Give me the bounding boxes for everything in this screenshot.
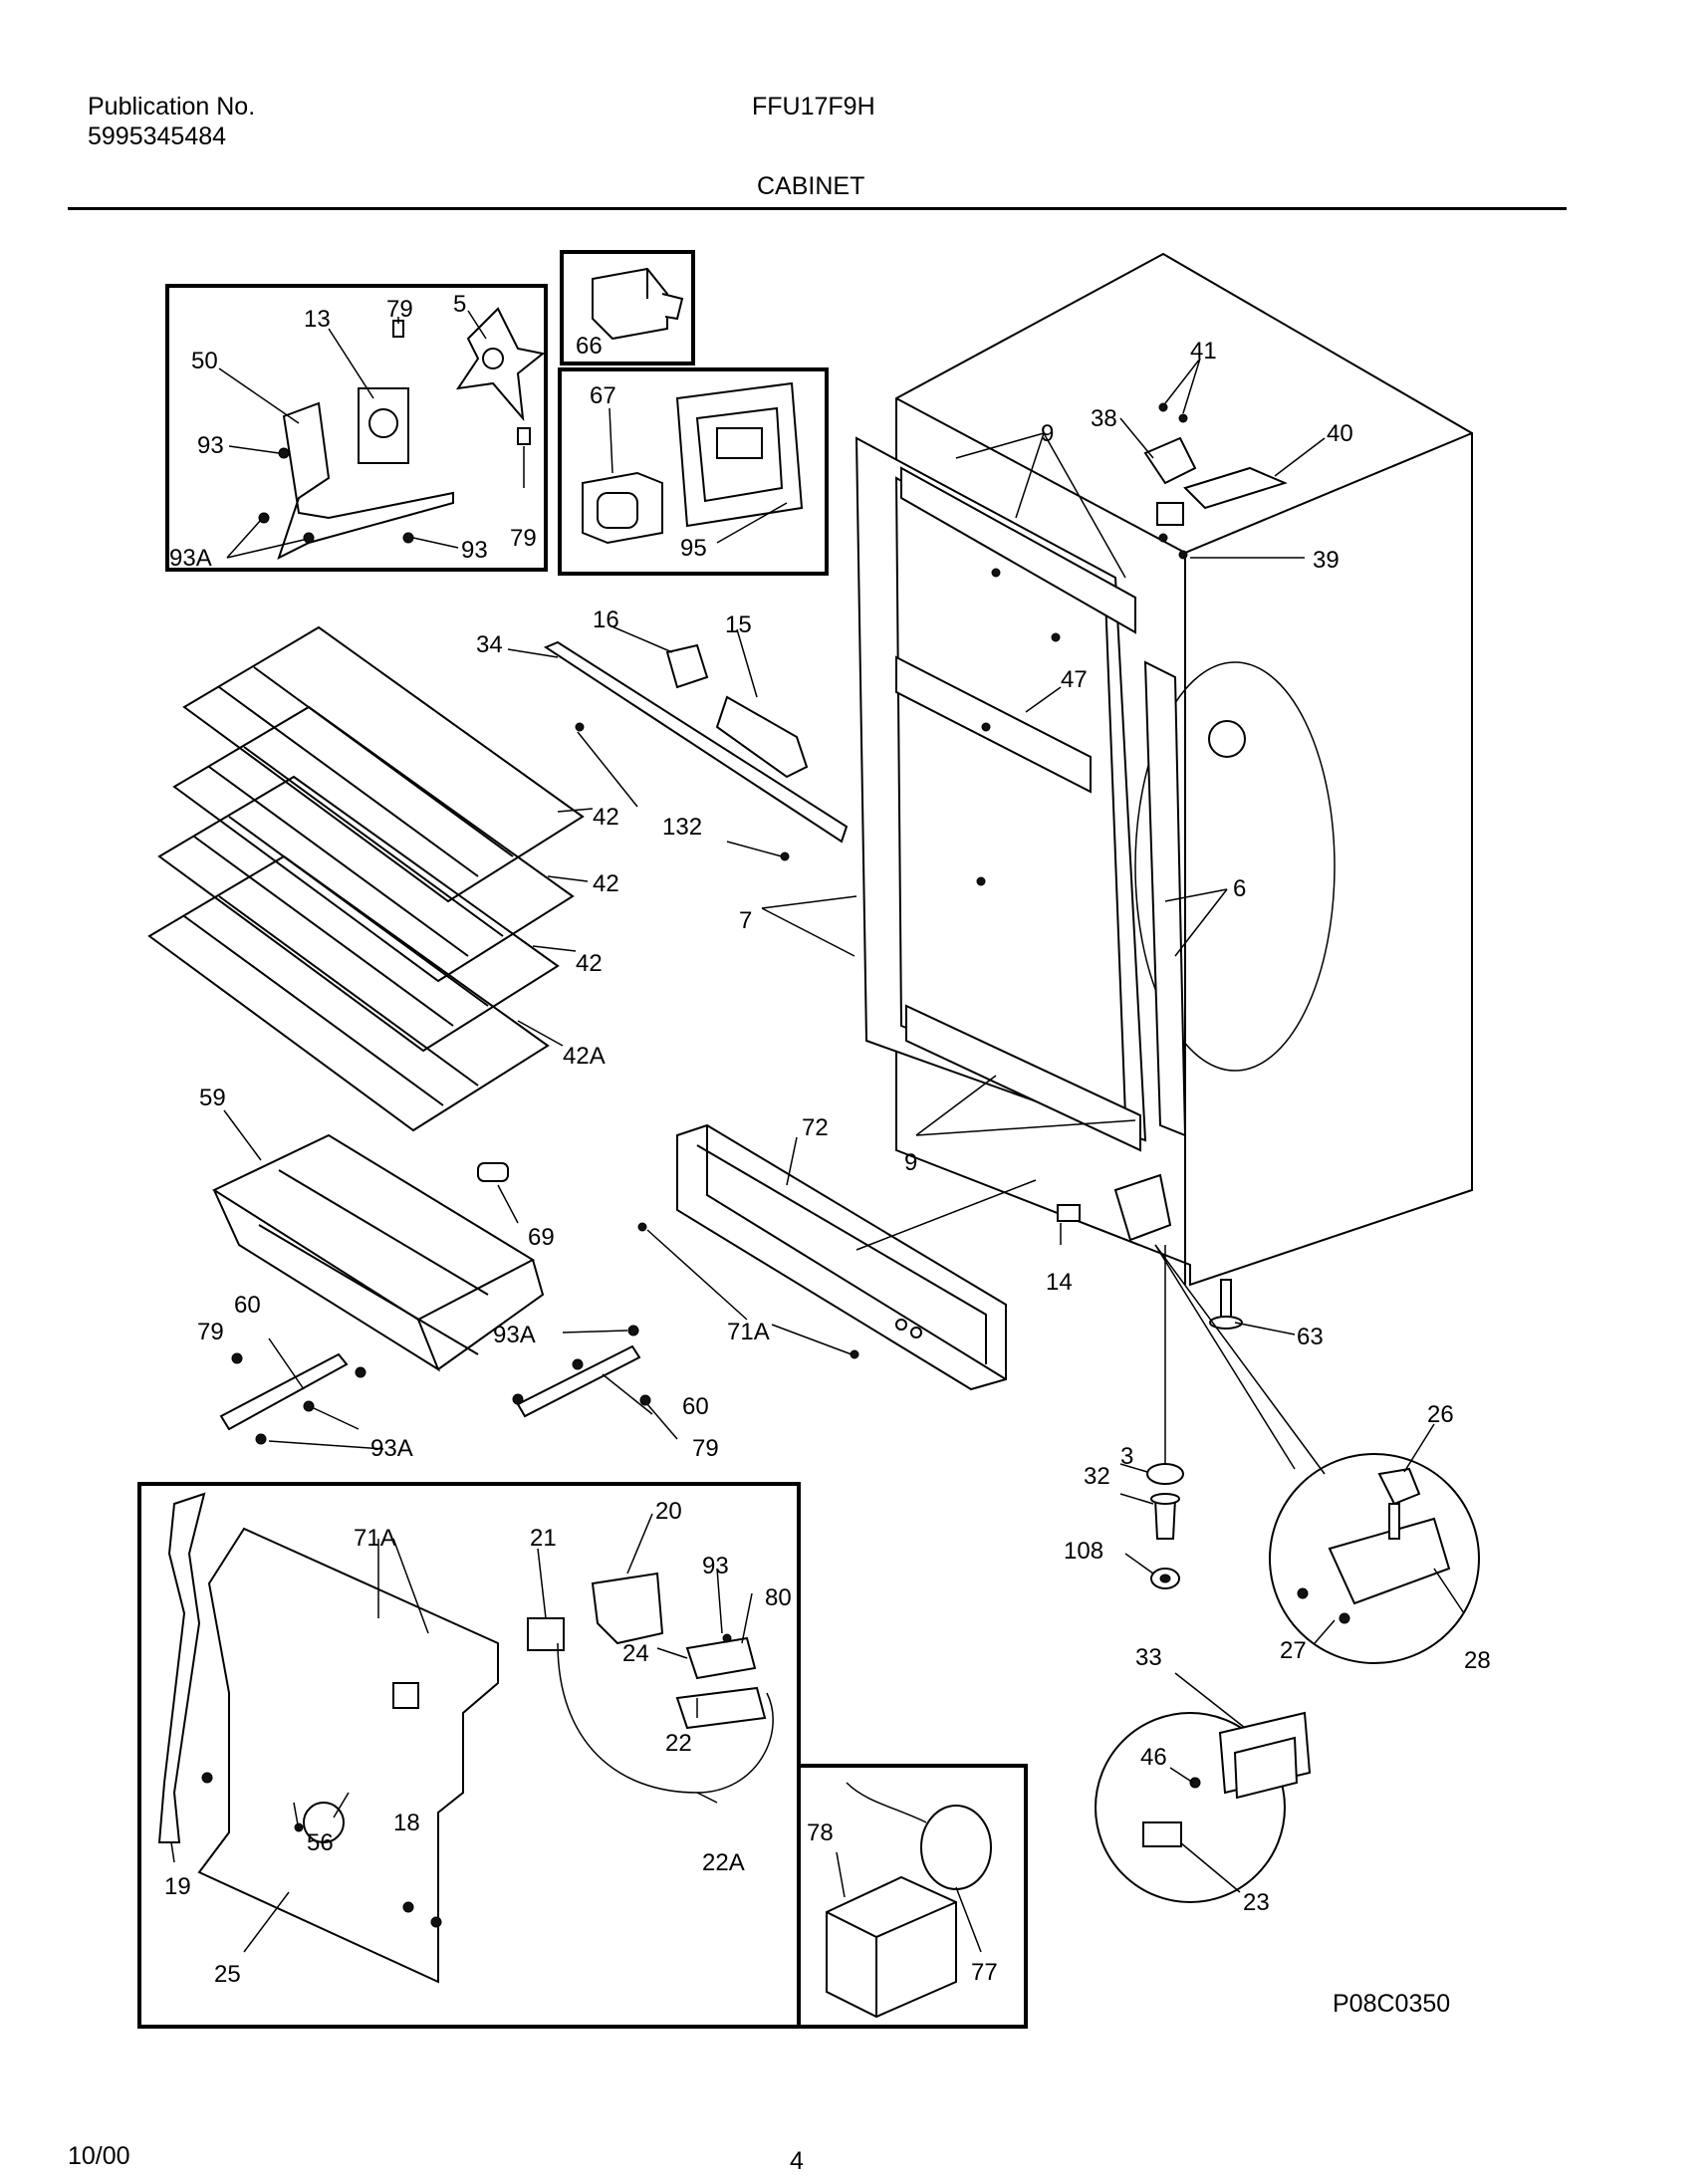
callout-15: 15: [725, 611, 752, 638]
callout-80: 80: [765, 1584, 792, 1611]
lower-assembly-box: [137, 1482, 801, 2029]
callout-labels: 13 79 5 50 93 93A 93 79 66 67 95 41 38 4…: [164, 291, 1491, 1988]
callout-93A: 93A: [493, 1322, 536, 1348]
callout-34: 34: [476, 631, 503, 658]
footer-date: 10/00: [68, 2142, 130, 2170]
callout-5: 5: [453, 291, 466, 318]
callout-19: 19: [164, 1873, 191, 1900]
header-rule: [68, 207, 1567, 210]
callout-42A: 42A: [563, 1043, 606, 1070]
callout-50: 50: [191, 348, 218, 374]
callout-79: 79: [510, 525, 537, 552]
callout-26: 26: [1427, 1401, 1454, 1428]
callout-39: 39: [1313, 547, 1340, 574]
wire-shelves: [147, 625, 594, 1132]
callout-93A: 93A: [169, 545, 212, 572]
callout-42: 42: [576, 950, 603, 977]
callout-20: 20: [655, 1498, 682, 1525]
callout-18: 18: [393, 1810, 420, 1836]
callout-40: 40: [1327, 420, 1353, 447]
control-bar-34: [507, 624, 849, 861]
callout-7: 7: [739, 907, 752, 934]
callout-78: 78: [807, 1819, 834, 1846]
callout-28: 28: [1464, 1647, 1491, 1674]
page-number: 4: [790, 2147, 804, 2175]
callout-25: 25: [214, 1961, 241, 1988]
callout-14: 14: [1046, 1269, 1073, 1296]
callout-77: 77: [971, 1959, 998, 1986]
callout-93: 93: [461, 537, 488, 564]
callout-22A: 22A: [702, 1849, 745, 1876]
section-title: CABINET: [757, 172, 865, 200]
callout-93A: 93A: [370, 1435, 413, 1462]
callout-47: 47: [1061, 666, 1088, 693]
caster-parts: [1119, 1463, 1184, 1589]
model-number: FFU17F9H: [752, 93, 875, 121]
callout-9: 9: [1041, 420, 1054, 447]
callout-33: 33: [1135, 1644, 1162, 1671]
callout-22: 22: [665, 1730, 692, 1757]
callout-60: 60: [234, 1292, 261, 1319]
callout-66: 66: [576, 333, 603, 360]
callout-23: 23: [1243, 1889, 1270, 1916]
switch-detail-circle: [1095, 1672, 1312, 1903]
hinge-detail-circle: [1154, 1244, 1480, 1664]
publication-number: 5995345484: [88, 122, 227, 150]
callout-67: 67: [590, 382, 616, 409]
fan-motor-assembly-box: [165, 284, 548, 572]
callout-60: 60: [682, 1393, 709, 1420]
callout-41: 41: [1190, 338, 1217, 364]
callout-79: 79: [386, 296, 413, 323]
callout-13: 13: [304, 306, 331, 333]
callout-46: 46: [1140, 1744, 1167, 1771]
callout-72: 72: [802, 1114, 829, 1141]
callout-132: 132: [662, 814, 702, 841]
basket-supports-60: [219, 1325, 678, 1450]
callout-3: 3: [1120, 1443, 1133, 1470]
callout-79: 79: [197, 1319, 224, 1345]
callout-42: 42: [593, 804, 619, 831]
callout-9: 9: [904, 1149, 917, 1176]
callout-79: 79: [692, 1435, 719, 1462]
publication-label: Publication No.: [88, 93, 256, 121]
part-66-box: [560, 250, 695, 365]
part-67-95-box: [558, 367, 829, 576]
callout-21: 21: [530, 1525, 557, 1552]
callout-63: 63: [1297, 1324, 1324, 1350]
callout-69: 69: [528, 1224, 555, 1251]
diagram-id: P08C0350: [1333, 1990, 1451, 2018]
basket-59: [211, 1109, 545, 1372]
callout-32: 32: [1084, 1463, 1110, 1490]
callout-6: 6: [1233, 875, 1246, 902]
callout-95: 95: [680, 535, 707, 562]
callout-108: 108: [1064, 1538, 1103, 1565]
callout-93: 93: [702, 1553, 729, 1579]
part-78-77-box: [797, 1764, 1028, 2029]
kickplate-72: [637, 1123, 1037, 1391]
callout-71A: 71A: [354, 1525, 396, 1552]
callout-71A: 71A: [727, 1319, 770, 1345]
callout-59: 59: [199, 1085, 226, 1111]
callout-38: 38: [1091, 405, 1117, 432]
cabinet-body: [761, 252, 1473, 1464]
callout-16: 16: [593, 606, 619, 633]
callout-42: 42: [593, 870, 619, 897]
callout-56: 56: [307, 1829, 334, 1856]
callout-24: 24: [622, 1640, 649, 1667]
callout-27: 27: [1280, 1637, 1307, 1664]
callout-93: 93: [197, 432, 224, 459]
